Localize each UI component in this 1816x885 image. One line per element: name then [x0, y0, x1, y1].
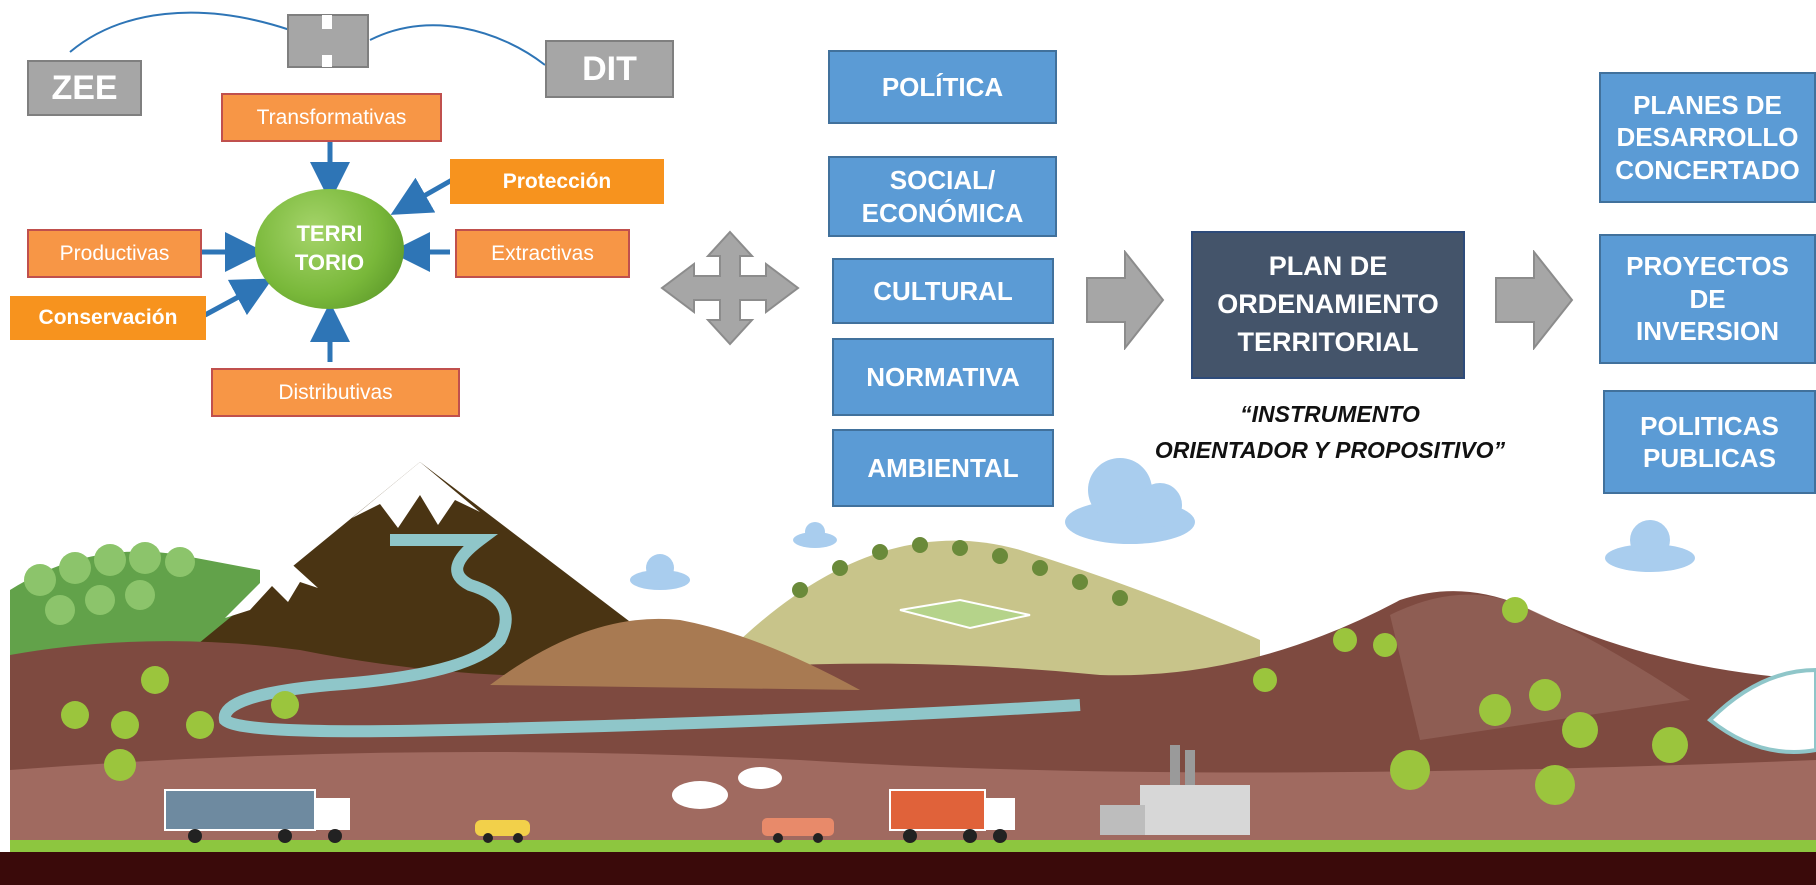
factory-icon: [1100, 745, 1250, 835]
dimension-politica-label: POLÍTICA: [881, 71, 1004, 102]
territory-landscape-illustration: [0, 458, 1816, 885]
proteccion-box: Protección: [450, 159, 664, 204]
output-proyectos-line-3: INVERSION: [1635, 316, 1780, 347]
output-planes-line-1: PLANES DE: [1633, 89, 1782, 120]
four-way-arrow-icon: [660, 230, 800, 346]
dimension-cultural-label: CULTURAL: [873, 275, 1013, 306]
zee-box: ZEE: [27, 60, 142, 116]
output-proyectos-inversion: PROYECTOS DE INVERSION: [1599, 234, 1816, 364]
output-planes-desarrollo: PLANES DE DESARROLLO CONCERTADO: [1599, 72, 1816, 203]
transformativas-box: Transformativas: [221, 93, 442, 142]
output-proyectos-line-1: PROYECTOS: [1626, 251, 1789, 282]
arrow-right-icon-2: [1495, 250, 1574, 350]
arrow-proteccion: [390, 177, 454, 215]
output-planes-line-3: CONCERTADO: [1615, 154, 1800, 185]
output-politicas-line-1: POLITICAS: [1640, 410, 1779, 441]
extractivas-box: Extractivas: [455, 229, 630, 278]
plan-line-2: ORDENAMIENTO: [1217, 289, 1439, 320]
dimension-ambiental: AMBIENTAL: [832, 429, 1054, 507]
arrow-conservacion: [203, 278, 273, 318]
territorio-line-2: TORIO: [294, 250, 365, 275]
dimension-normativa: NORMATIVA: [832, 338, 1054, 416]
dimension-normativa-label: NORMATIVA: [866, 361, 1020, 392]
plan-quote-line-2: ORIENTADOR Y PROPOSITIVO”: [1154, 436, 1506, 463]
conservacion-box: Conservación: [10, 296, 206, 340]
territory-arrows: [202, 142, 454, 362]
cow-icon: [672, 767, 782, 809]
truck-icon: [164, 789, 350, 843]
truck-icon: [889, 789, 1015, 843]
dimension-social-line-2: ECONÓMICA: [861, 197, 1024, 228]
footer-band: [0, 852, 1816, 885]
dimension-ambiental-label: AMBIENTAL: [867, 452, 1019, 483]
puzzle-piece-icon: [287, 14, 369, 68]
dimension-cultural: CULTURAL: [832, 258, 1054, 324]
dimension-politica: POLÍTICA: [828, 50, 1057, 124]
output-politicas-publicas: POLITICAS PUBLICAS: [1603, 390, 1816, 494]
output-proyectos-line-2: DE: [1689, 283, 1726, 314]
dit-box: DIT: [545, 40, 674, 98]
plan-line-1: PLAN DE: [1268, 251, 1388, 282]
output-politicas-line-2: PUBLICAS: [1643, 443, 1776, 473]
plan-quote-line-1: “INSTRUMENTO: [1240, 401, 1420, 427]
territorio-circle: TERRI TORIO: [255, 189, 404, 309]
car-icon: [475, 818, 834, 843]
plan-ordenamiento-box: PLAN DE ORDENAMIENTO TERRITORIAL: [1191, 231, 1465, 379]
zee-dit-connector: [69, 11, 546, 68]
productivas-box: Productivas: [27, 229, 202, 278]
dimension-social-line-1: SOCIAL/: [889, 165, 996, 195]
plan-quote: “INSTRUMENTO ORIENTADOR Y PROPOSITIVO”: [1110, 397, 1550, 468]
arrow-right-icon-1: [1086, 250, 1165, 350]
plan-line-3: TERRITORIAL: [1237, 326, 1419, 357]
territorio-line-1: TERRI: [296, 221, 363, 247]
distributivas-box: Distributivas: [211, 368, 460, 417]
cloud-icon: [630, 458, 1695, 590]
output-planes-line-2: DESARROLLO: [1616, 122, 1799, 153]
dimension-social-economica: SOCIAL/ECONÓMICA: [828, 156, 1057, 237]
